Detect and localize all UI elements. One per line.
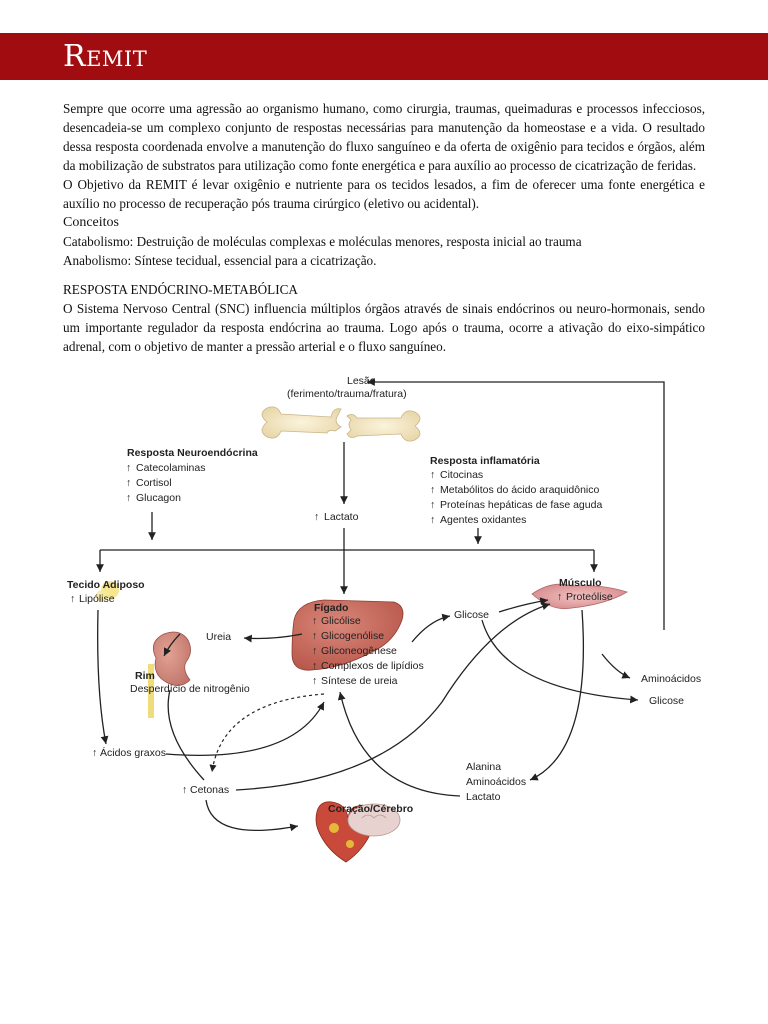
liver-item: Glicogenólise (321, 630, 384, 642)
arrow-to-aminoacids (601, 653, 631, 679)
arrow-glucose-muscle (498, 597, 549, 613)
aminoacids-right: Aminoácidos (641, 673, 701, 685)
heart-brain-label: Coração/Cérebro (328, 803, 413, 815)
metabolic-response-diagram: Lesão (ferimento/trauma/fratura) Respost… (62, 372, 712, 872)
page-title: Remit (63, 39, 148, 74)
muscle-icon (531, 583, 628, 610)
section-heading: RESPOSTA ENDÓCRINO-METABÓLICA (63, 282, 298, 297)
liver-item: Glicólise (321, 615, 361, 627)
arrow-to-glucose-right (481, 619, 639, 704)
catabolism-definition: Catabolismo: Destruição de moléculas com… (63, 234, 582, 249)
neuro-item: Glucagon (136, 492, 181, 504)
brain-icon (347, 803, 401, 837)
liver-item: Gliconeogênese (321, 645, 397, 657)
liver-icon (291, 599, 404, 671)
arrow-liver-glucose (411, 613, 451, 643)
ketones-label: Cetonas (190, 784, 229, 796)
arrow-fattyacids-liver (165, 701, 325, 757)
bottom-list-item: Lactato (466, 791, 501, 803)
svg-text:↑: ↑ (126, 492, 131, 504)
concepts-heading: Conceitos (63, 215, 119, 230)
urea-label: Ureia (206, 631, 231, 643)
adipose-title: Tecido Adiposo (67, 579, 145, 591)
liver-item: Complexos de lipídios (321, 660, 424, 672)
kidney-icon (148, 631, 191, 718)
arrow-list-liver (337, 691, 461, 797)
liver-title: Fígado (314, 602, 348, 614)
arrow-liver-urea (243, 633, 303, 643)
svg-text:↑: ↑ (314, 511, 319, 523)
adipose-item: Lipólise (79, 593, 115, 605)
adipose-icon (96, 581, 119, 602)
muscle-item: Proteólise (566, 591, 613, 603)
kidney-item: Desperdício de nitrogênio (130, 683, 250, 695)
kidney-title: Rim (135, 670, 155, 682)
anabolism-definition: Anabolismo: Síntese tecidual, essencial … (63, 253, 377, 268)
arrow-muscle-list (529, 609, 585, 781)
article-body: Sempre que ocorre uma agressão ao organi… (63, 99, 705, 356)
intro-paragraph: Sempre que ocorre uma agressão ao organi… (63, 101, 705, 173)
svg-text:↑: ↑ (312, 630, 317, 642)
fattyacids-label: Ácidos graxos (100, 746, 166, 759)
svg-text:↑: ↑ (430, 469, 435, 481)
neuro-title: Resposta Neuroendócrina (127, 447, 258, 459)
inflam-item: Metabólitos do ácido araquidônico (440, 484, 600, 496)
svg-text:↑: ↑ (430, 514, 435, 526)
diagram-svg: Lesão (ferimento/trauma/fratura) Respost… (67, 375, 701, 863)
svg-text:↑: ↑ (92, 747, 97, 759)
arrow-ketones-heart (205, 799, 299, 832)
broken-bone-icon (261, 406, 421, 442)
svg-text:↑: ↑ (557, 591, 562, 603)
bottom-list-item: Alanina (466, 761, 501, 773)
lesion-title: Lesão (347, 375, 376, 387)
svg-text:↑: ↑ (70, 593, 75, 605)
neuro-item: Cortisol (136, 477, 172, 489)
svg-text:↑: ↑ (312, 615, 317, 627)
glucose-label-2: Glicose (649, 695, 684, 707)
line-kidney-ketones (167, 689, 205, 781)
bottom-list-item: Aminoácidos (466, 776, 526, 788)
svg-text:↑: ↑ (312, 645, 317, 657)
svg-text:↑: ↑ (126, 462, 131, 474)
glucose-label-1: Glicose (454, 609, 489, 621)
lactate-label: Lactato (324, 511, 359, 523)
svg-text:↑: ↑ (312, 660, 317, 672)
inflam-item: Citocinas (440, 469, 483, 481)
page-header-bar: Remit (0, 33, 768, 80)
svg-text:↑: ↑ (182, 784, 187, 796)
arrow-urea-kidney (163, 633, 181, 657)
svg-text:↑: ↑ (430, 484, 435, 496)
liver-item: Síntese de ureia (321, 675, 398, 687)
arrow-liver-ketones (209, 693, 325, 773)
inflam-item: Proteínas hepáticas de fase aguda (440, 499, 602, 511)
inflam-title: Resposta inflamatória (430, 455, 540, 467)
svg-text:↑: ↑ (126, 477, 131, 489)
svg-text:↑: ↑ (430, 499, 435, 511)
inflam-item: Agentes oxidantes (440, 514, 526, 526)
arrow-adipose-fattyacids (97, 609, 109, 745)
svg-text:↑: ↑ (312, 675, 317, 687)
lesion-subtitle: (ferimento/trauma/fratura) (287, 388, 407, 400)
neuro-item: Catecolaminas (136, 462, 205, 474)
muscle-title: Músculo (559, 577, 602, 589)
feedback-arrow (367, 378, 665, 630)
snc-paragraph: O Sistema Nervoso Central (SNC) influenc… (63, 301, 705, 354)
objective-paragraph: O Objetivo da REMIT é levar oxigênio e n… (63, 177, 705, 211)
arrow-ketones-muscle (235, 602, 551, 791)
